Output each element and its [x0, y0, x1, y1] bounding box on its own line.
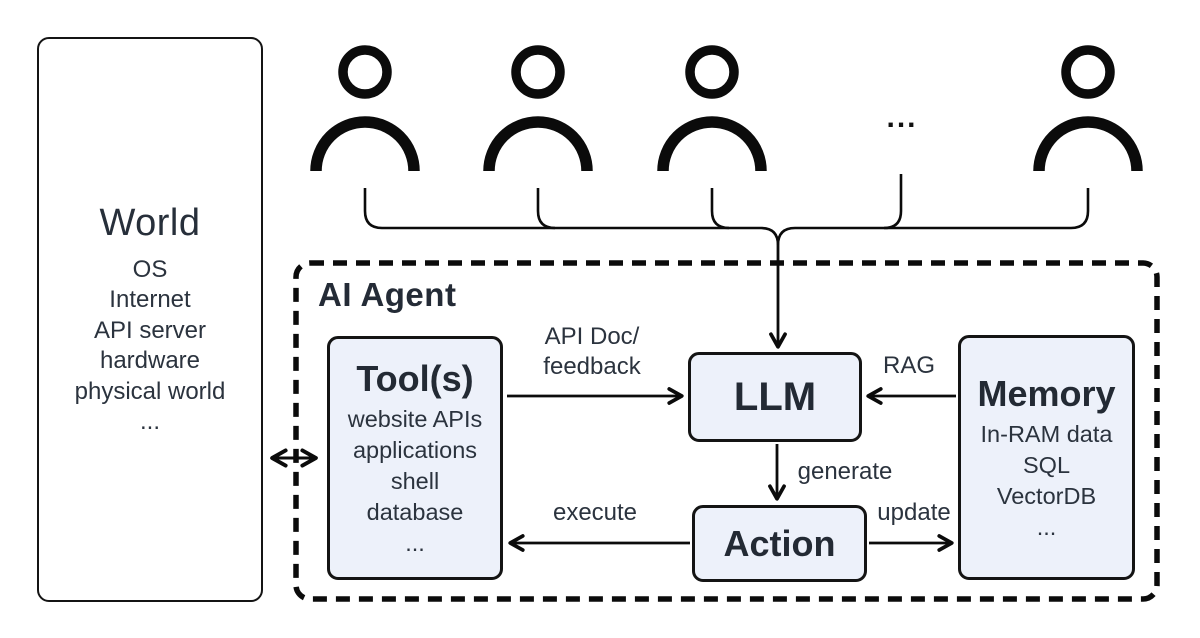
memory-item: VectorDB: [996, 482, 1097, 509]
users-ellipsis: ...: [886, 101, 918, 134]
world-item: Internet: [109, 286, 191, 313]
world-title: World: [99, 201, 201, 244]
tools-item: shell: [390, 467, 440, 494]
label-tools-to-llm-line2: feedback: [543, 353, 641, 380]
ai-agent-title: AI Agent: [318, 276, 457, 313]
user-icon: [1033, 45, 1143, 172]
action-title: Action: [723, 522, 836, 564]
tools-item: ...: [405, 529, 425, 556]
action-box: Action: [692, 505, 867, 582]
label-update: update: [877, 499, 951, 526]
tools-item: database: [366, 498, 464, 525]
memory-item: In-RAM data: [980, 420, 1113, 447]
world-item: hardware: [99, 347, 201, 374]
user-icon: [483, 45, 593, 172]
label-tools-to-llm: API Doc/ feedback: [543, 322, 640, 382]
tools-box: Tool(s) website APIs applications shell …: [327, 336, 503, 580]
user-icon: [657, 45, 767, 172]
label-rag: RAG: [882, 352, 936, 379]
label-tools-to-llm-line1: API Doc/: [544, 323, 640, 350]
ai-agent-boundary: [293, 260, 1160, 602]
world-item: ...: [139, 408, 160, 435]
tools-item: applications: [352, 436, 478, 463]
tools-item: website APIs: [347, 405, 483, 432]
memory-title: Memory: [977, 372, 1116, 414]
world-item: API server: [93, 316, 207, 344]
llm-title: LLM: [733, 374, 817, 419]
memory-item: SQL: [1022, 451, 1071, 478]
memory-box: Memory In-RAM data SQL VectorDB ...: [958, 335, 1135, 580]
world-item: physical world: [74, 377, 226, 405]
label-execute: execute: [552, 499, 638, 526]
user-icon: [310, 45, 420, 172]
users-bracket: [363, 174, 1090, 246]
world-item: OS: [132, 255, 168, 283]
memory-item: ...: [1036, 513, 1057, 540]
tools-title: Tool(s): [356, 357, 474, 399]
label-generate: generate: [797, 458, 893, 485]
world-box: World OS Internet API server hardware ph…: [37, 37, 263, 602]
llm-box: LLM: [688, 352, 862, 442]
